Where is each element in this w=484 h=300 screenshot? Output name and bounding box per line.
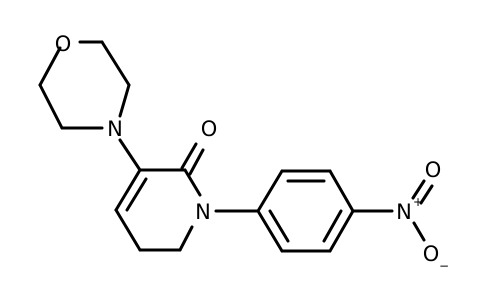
ring-nitrogen-label: N [195,200,211,224]
bond [419,184,434,205]
bond [256,169,284,213]
phenyl-ring [256,169,355,253]
bond [100,40,131,87]
bond [328,209,355,253]
double-bond-inner [125,177,148,212]
carbonyl-oxygen-label: O [201,117,218,141]
bond [180,142,198,170]
bond [114,208,142,252]
bond [38,83,64,130]
bond [328,169,355,213]
bond [256,209,284,253]
double-bond-inner [268,209,290,243]
morpholine-oxygen-label: O [55,32,72,56]
bond [114,168,142,212]
dihydropyridinone-ring [114,168,202,252]
bond [411,179,426,200]
bond [412,221,426,242]
bond [188,148,205,176]
bond [118,138,142,172]
double-bond-inner [322,209,343,243]
morpholine-nitrogen-label: N [107,117,123,141]
nitro-nitrogen-charge: + [413,195,423,209]
nitro-nitrogen-label: N [396,200,412,224]
nitro-group [411,179,434,242]
bond [183,168,202,197]
bond [178,225,194,252]
nitro-oxygen-top-label: O [425,158,442,182]
nitro-oxygen-charge: − [439,259,449,273]
morpholine-ring [38,40,131,130]
bond [38,46,62,87]
nitro-oxygen-bottom-label: O [423,242,440,266]
bond [118,83,131,118]
carbonyl-group [180,142,205,176]
